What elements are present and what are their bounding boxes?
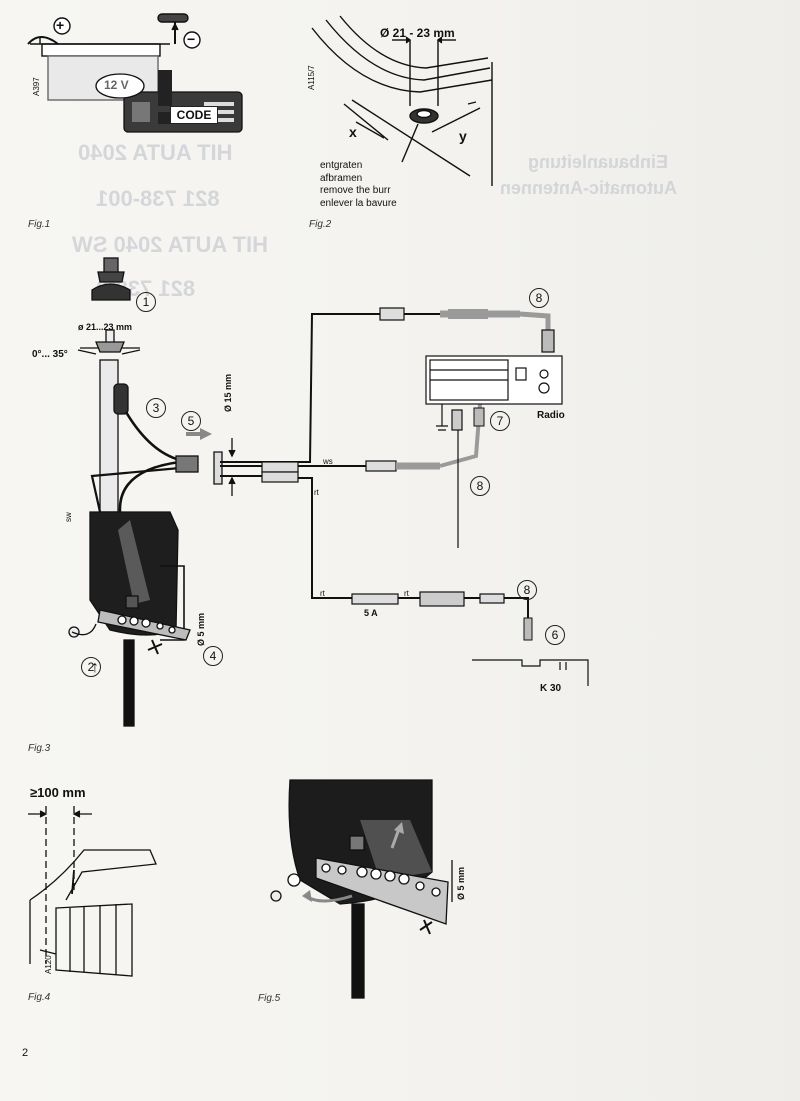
marker-3: 3 [146,398,166,418]
marker-8b: 8 [470,476,490,496]
fig5-caption: Fig.5 [258,993,281,1004]
marker-6: 6 [545,625,565,645]
fig2-diameter-label: Ø 21 - 23 mm [380,26,455,40]
fig3-cable-diameter: Ø 15 mm [223,373,233,412]
wire-rt-label-1: rt [314,488,319,497]
marker-5: 5 [181,411,201,431]
burr-line-fr: enlever la bavure [320,197,397,209]
page-number: 2 [22,1047,29,1059]
marker-2: 2 [81,657,101,677]
fig3-hole-diameter: ø 21...23 mm [78,322,133,332]
up-arrow-icon: ↑ [91,659,99,676]
fig2-caption: Fig.2 [309,219,332,230]
fig3-antenna-assembly [68,257,236,727]
marker-1: 1 [136,292,156,312]
code-label: CODE [170,106,218,124]
fig3-radio [425,355,563,431]
fig4-ref-code: A120 [44,955,53,974]
fig3-k30-terminal [472,659,589,686]
voltage-label: 12 V [104,78,129,92]
marker-7: 7 [490,411,510,431]
plus-terminal-icon: + [56,17,65,33]
fig3-caption: Fig.3 [28,743,51,754]
radio-label: Radio [537,410,565,421]
burr-line-de: entgraten [320,160,363,171]
fig3-wiring [220,307,555,641]
burr-line-nl: afbramen [320,172,363,184]
fig4-distance-label: ≥100 mm [30,785,86,800]
burr-line-en: remove the burr [320,185,391,196]
fig4-car-rear [28,806,157,977]
terminal-k30-label: K 30 [540,683,562,694]
fig1-ref-code: A397 [32,77,41,96]
wire-ws-label: ws [323,457,333,466]
fig2-ref-code: A115/7 [307,65,316,90]
wire-rt-label-3: rt [404,589,409,598]
fig2-y-label: y [459,128,467,144]
fig2-x-label: x [349,124,357,140]
marker-4: 4 [203,646,223,666]
fig3-screw-diameter: Ø 5 mm [196,612,206,646]
fig2-burr-note: entgraten afbramen remove the burr enlev… [320,160,397,210]
fig1-caption: Fig.1 [28,219,51,230]
marker-8c: 8 [517,580,537,600]
wire-sw-label: sw [64,512,73,522]
fig3-angle-range: 0°... 35° [32,349,68,360]
fuse-label: 5 A [364,608,378,618]
minus-terminal-icon: − [187,31,196,47]
fig4-caption: Fig.4 [28,992,51,1003]
marker-8a: 8 [529,288,549,308]
fig5-screw-diameter: Ø 5 mm [456,866,466,900]
fig2-drilling-drawing [311,15,493,186]
wire-rt-label-2: rt [320,589,325,598]
fig5-motor-mount [270,779,453,999]
